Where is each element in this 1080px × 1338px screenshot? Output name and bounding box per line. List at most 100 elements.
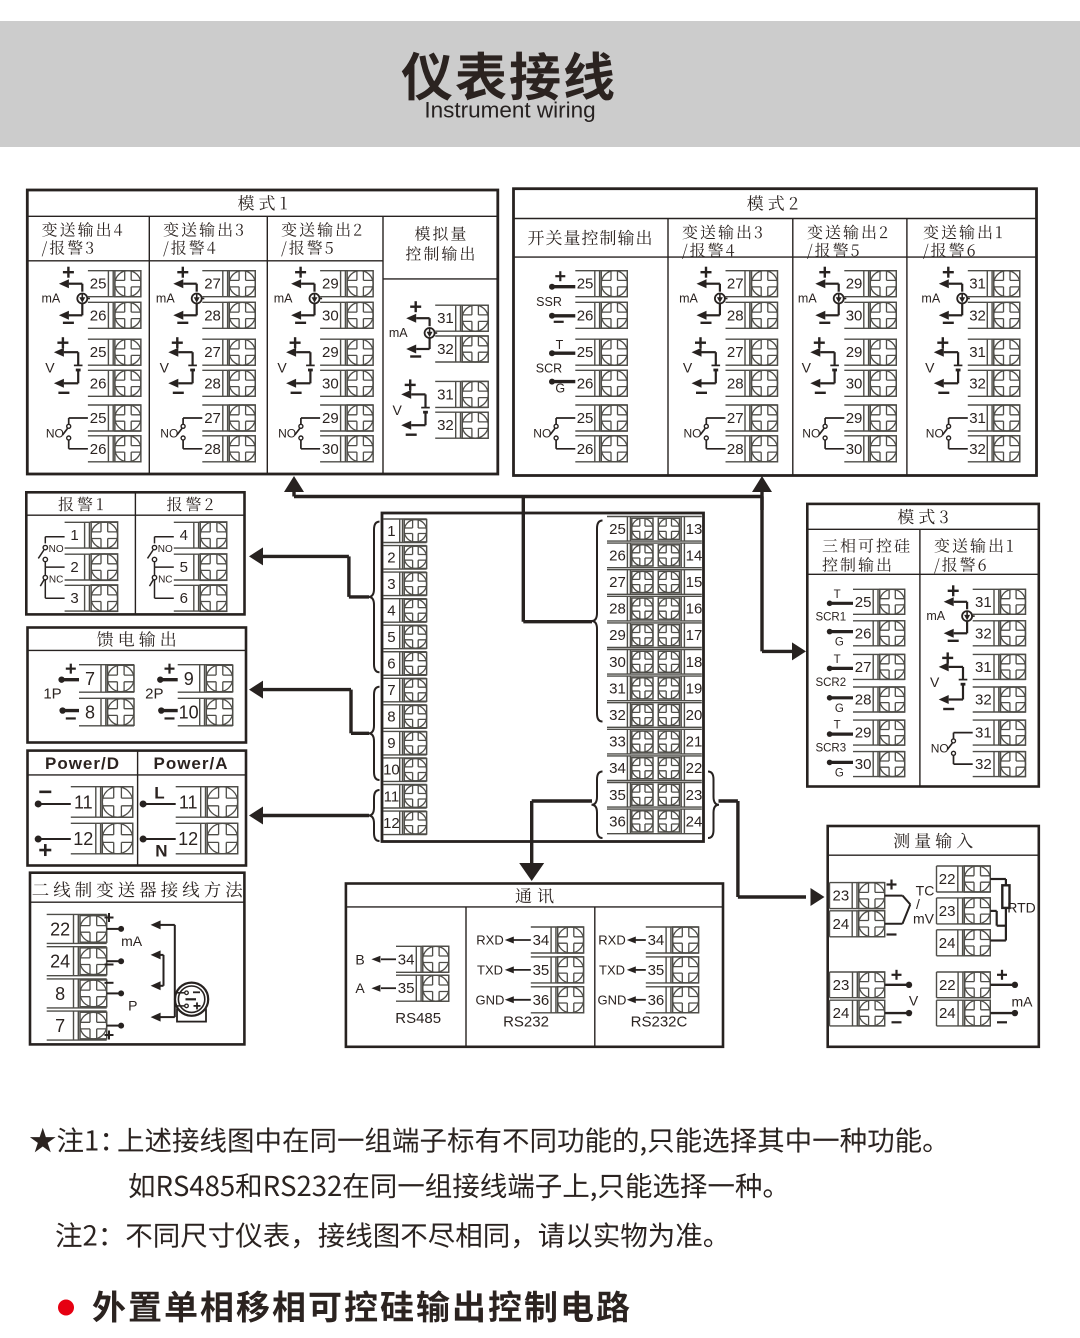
svg-text:L: L <box>154 783 164 802</box>
svg-text:2: 2 <box>387 549 395 566</box>
svg-text:19: 19 <box>686 680 703 697</box>
svg-text:29: 29 <box>846 410 863 427</box>
svg-text:29: 29 <box>609 627 626 644</box>
svg-text:32: 32 <box>969 375 986 392</box>
svg-text:32: 32 <box>437 417 454 434</box>
svg-text:30: 30 <box>846 307 863 324</box>
svg-text:B: B <box>355 951 364 967</box>
svg-text:11: 11 <box>384 788 400 805</box>
svg-text:mA: mA <box>798 292 817 306</box>
svg-text:23: 23 <box>939 903 956 920</box>
svg-text:29: 29 <box>855 725 872 742</box>
svg-text:25: 25 <box>90 276 107 293</box>
svg-text:V: V <box>925 360 935 376</box>
svg-text:27: 27 <box>855 659 872 676</box>
svg-text:17: 17 <box>686 627 703 644</box>
svg-text:31: 31 <box>609 680 626 697</box>
svg-text:6: 6 <box>387 656 395 673</box>
svg-text:RXD: RXD <box>598 933 625 948</box>
svg-text:SCR2: SCR2 <box>815 677 846 689</box>
svg-text:29: 29 <box>322 410 339 427</box>
svg-text:32: 32 <box>969 441 986 458</box>
svg-text:1: 1 <box>387 523 395 540</box>
svg-text:34: 34 <box>533 932 550 949</box>
svg-text:23: 23 <box>833 888 850 905</box>
svg-text:30: 30 <box>322 441 339 458</box>
svg-text:25: 25 <box>855 594 872 611</box>
svg-text:29: 29 <box>846 344 863 361</box>
svg-text:SCR3: SCR3 <box>815 742 846 754</box>
svg-text:V: V <box>393 402 403 418</box>
svg-text:25: 25 <box>90 344 107 361</box>
svg-text:N: N <box>155 842 167 861</box>
svg-text:mA: mA <box>921 292 940 306</box>
svg-text:V: V <box>802 360 812 376</box>
svg-text:31: 31 <box>975 659 992 676</box>
svg-text:mA: mA <box>121 933 143 949</box>
svg-text:24: 24 <box>833 1005 850 1022</box>
svg-text:NO: NO <box>931 741 949 755</box>
svg-text:22: 22 <box>939 977 956 994</box>
svg-text:11: 11 <box>179 792 198 812</box>
svg-text:28: 28 <box>204 307 221 324</box>
svg-text:RS232: RS232 <box>503 1014 549 1031</box>
svg-text:28: 28 <box>727 375 744 392</box>
svg-text:V: V <box>909 993 919 1009</box>
svg-text:26: 26 <box>577 375 594 392</box>
svg-text:V: V <box>277 360 287 376</box>
svg-text:23: 23 <box>833 977 850 994</box>
svg-text:1: 1 <box>70 527 78 544</box>
svg-text:NO: NO <box>802 426 820 440</box>
svg-text:36: 36 <box>648 992 665 1009</box>
svg-text:2P: 2P <box>145 686 163 703</box>
svg-text:Power/D: Power/D <box>45 754 120 773</box>
svg-text:14: 14 <box>686 547 703 564</box>
svg-text:27: 27 <box>727 276 744 293</box>
svg-text:NO: NO <box>49 544 64 555</box>
svg-text:A: A <box>355 980 365 996</box>
svg-text:mA: mA <box>42 292 61 306</box>
svg-text:NO: NO <box>684 426 702 440</box>
svg-text:28: 28 <box>609 601 626 618</box>
svg-text:24: 24 <box>833 916 850 933</box>
svg-text:mA: mA <box>156 292 175 306</box>
svg-text:NO: NO <box>926 426 944 440</box>
svg-text:TXD: TXD <box>477 962 503 977</box>
svg-text:4: 4 <box>387 602 395 619</box>
svg-text:3: 3 <box>387 576 395 593</box>
svg-text:25: 25 <box>577 410 594 427</box>
svg-text:34: 34 <box>609 760 626 777</box>
svg-text:RS232C: RS232C <box>631 1014 688 1031</box>
svg-text:T: T <box>834 654 841 666</box>
svg-text:GND: GND <box>476 992 505 1007</box>
svg-text:26: 26 <box>577 307 594 324</box>
svg-text:35: 35 <box>609 787 626 804</box>
svg-text:21: 21 <box>686 734 703 751</box>
svg-text:26: 26 <box>855 625 872 642</box>
svg-text:31: 31 <box>975 725 992 742</box>
svg-text:32: 32 <box>437 341 454 358</box>
svg-text:27: 27 <box>727 410 744 427</box>
svg-text:RTD: RTD <box>1007 900 1036 916</box>
svg-text:3: 3 <box>70 590 78 607</box>
svg-text:RS485: RS485 <box>395 1010 441 1027</box>
svg-text:P: P <box>128 998 137 1014</box>
svg-text:mA: mA <box>1012 994 1034 1010</box>
svg-text:24: 24 <box>686 813 703 830</box>
svg-text:SCR: SCR <box>536 362 562 376</box>
svg-text:G: G <box>835 637 844 649</box>
svg-text:12: 12 <box>383 815 400 832</box>
svg-text:28: 28 <box>727 441 744 458</box>
svg-text:26: 26 <box>90 375 107 392</box>
svg-text:22: 22 <box>50 919 70 939</box>
svg-text:30: 30 <box>855 756 872 773</box>
svg-text:32: 32 <box>969 307 986 324</box>
svg-text:SCR1: SCR1 <box>815 612 846 624</box>
svg-text:30: 30 <box>846 375 863 392</box>
svg-text:/: / <box>916 896 920 912</box>
svg-text:SSR: SSR <box>536 295 562 309</box>
svg-text:36: 36 <box>609 813 626 830</box>
svg-text:25: 25 <box>90 410 107 427</box>
svg-text:T: T <box>556 338 564 352</box>
svg-text:V: V <box>160 360 170 376</box>
